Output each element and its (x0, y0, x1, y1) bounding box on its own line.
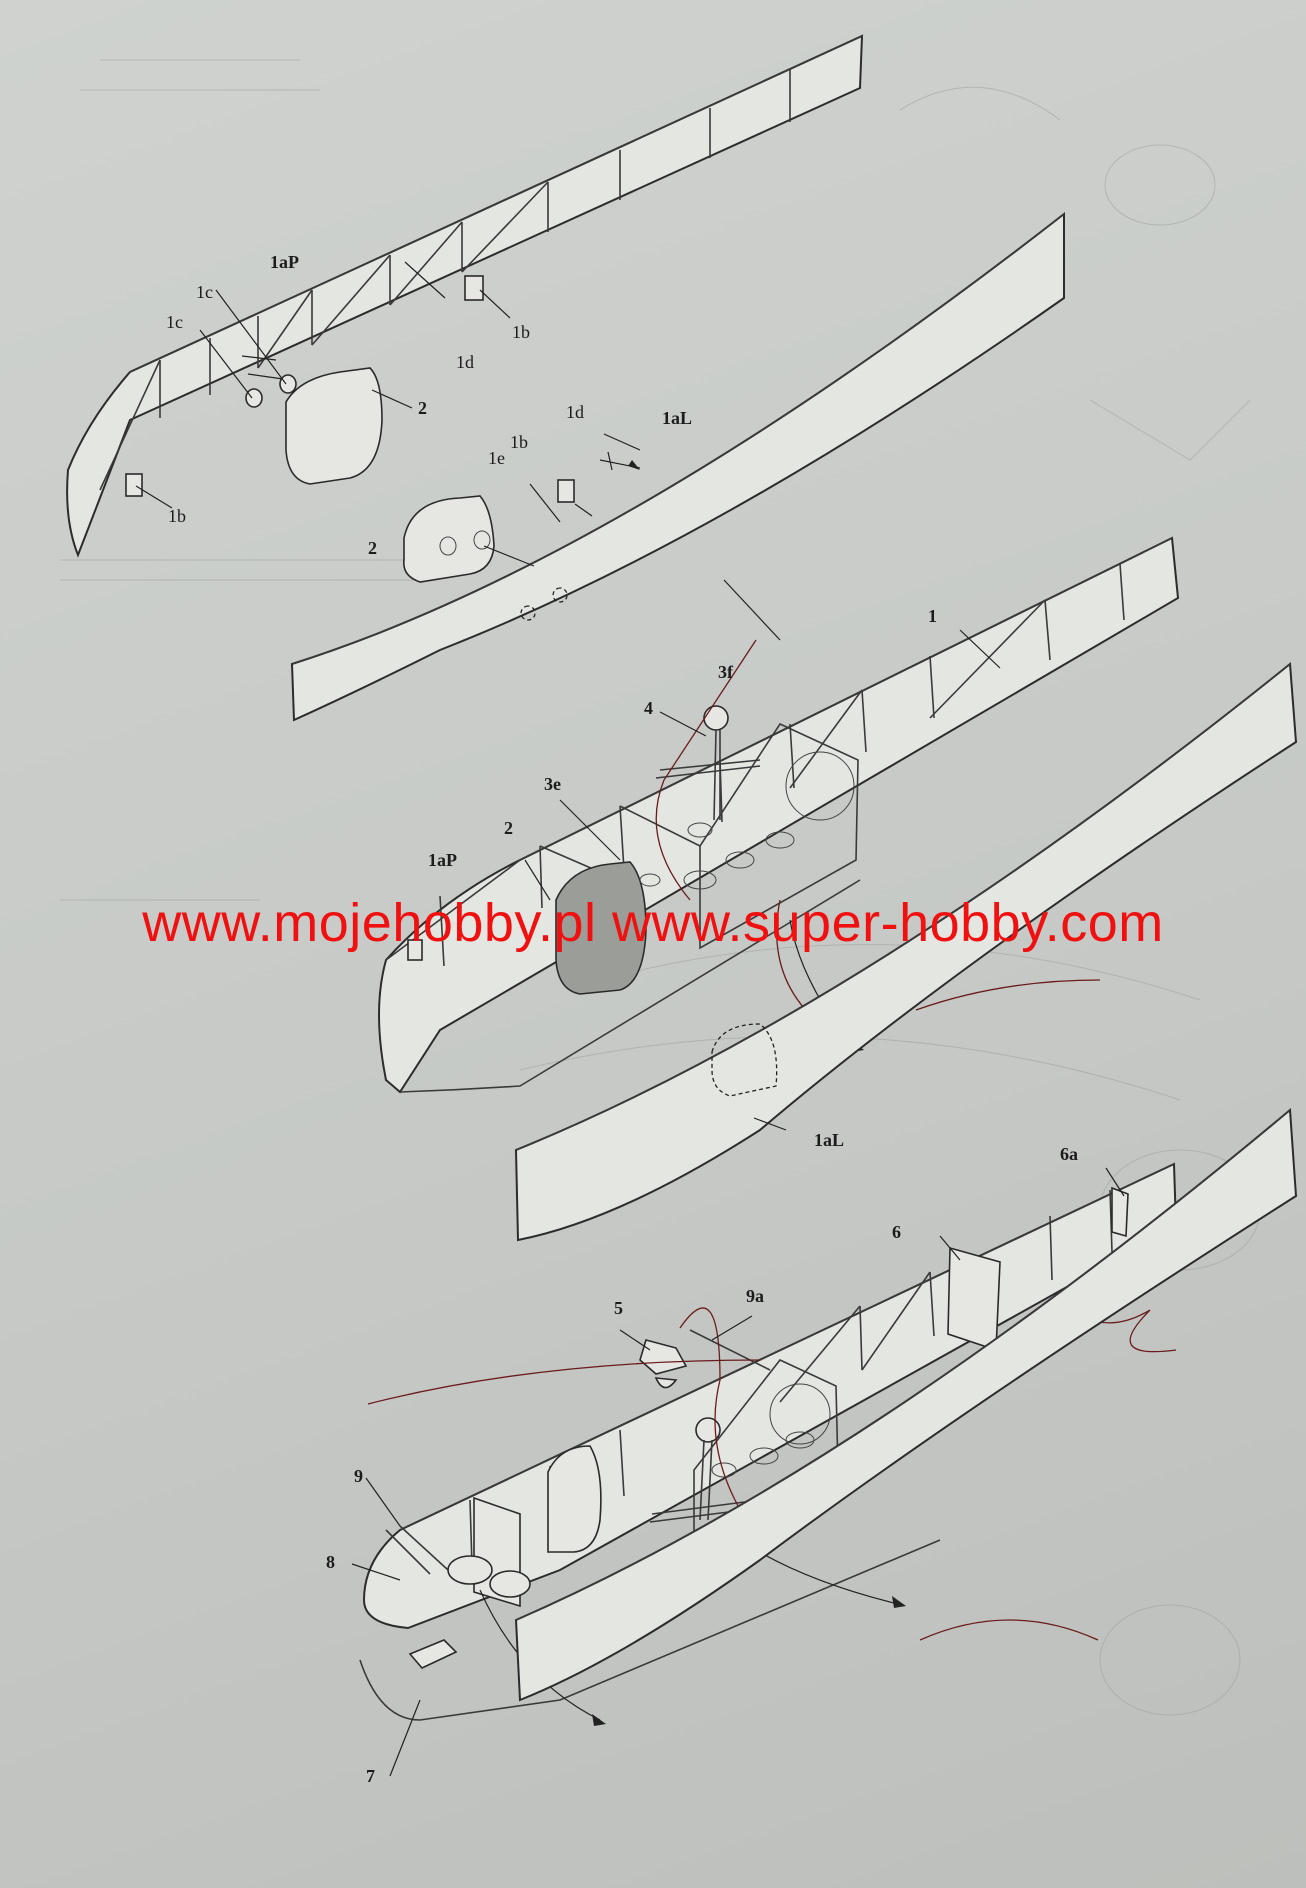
label-2-mid: 2 (504, 818, 513, 838)
label-1aL-mid: 1aL (814, 1130, 844, 1150)
bracket-1b-mid (557, 479, 575, 503)
part-8 (447, 1555, 493, 1585)
label-7: 7 (366, 1766, 375, 1786)
label-1c-b: 1c (166, 312, 183, 332)
label-1aL-top: 1aL (662, 408, 692, 428)
bracket-1b-left (125, 473, 143, 497)
label-2-upper: 2 (418, 398, 427, 418)
label-1d-b: 1d (566, 402, 584, 422)
part-7 (408, 1639, 458, 1669)
step3-assembly (351, 1107, 1298, 1777)
part-2-step3 (547, 1445, 602, 1553)
part-labels: 1aP 1c 1c 1b 1d 2 1d 1aL 1b 1e 1b 2 1 3f… (166, 252, 1078, 1786)
label-3e: 3e (544, 774, 561, 794)
label-2-lower: 2 (368, 538, 377, 558)
label-1c-a: 1c (196, 282, 213, 302)
part-5 (639, 1339, 688, 1375)
label-1d-a: 1d (456, 352, 474, 372)
step1-assembly (66, 34, 1065, 722)
label-3f: 3f (718, 662, 734, 682)
part-2-lower (403, 495, 495, 583)
step2-assembly (378, 536, 1298, 1242)
label-6: 6 (892, 1222, 901, 1242)
label-8: 8 (326, 1552, 335, 1572)
label-1b-right: 1b (512, 322, 530, 342)
label-6a: 6a (1060, 1144, 1078, 1164)
label-9: 9 (354, 1466, 363, 1486)
fuselage-1aP-step2 (378, 536, 1180, 1094)
label-1aP-top: 1aP (270, 252, 299, 272)
label-1aP-mid: 1aP (428, 850, 457, 870)
label-9a: 9a (746, 1286, 764, 1306)
fuselage-half-1aP (66, 34, 864, 558)
label-1b-left: 1b (168, 506, 186, 526)
label-1b-mid: 1b (510, 432, 528, 452)
part-2-step2 (555, 861, 647, 995)
part-6a (1111, 1186, 1129, 1238)
part-2-upper (285, 367, 383, 485)
label-1e: 1e (488, 448, 505, 468)
watermark-text: www.mojehobby.pl www.super-hobby.com (142, 893, 1164, 953)
label-5: 5 (614, 1298, 623, 1318)
label-1-mid: 1 (928, 606, 937, 626)
part-6 (947, 1246, 1001, 1352)
label-4: 4 (644, 698, 653, 718)
part-9 (385, 1525, 449, 1575)
bracket-1b (464, 275, 484, 301)
